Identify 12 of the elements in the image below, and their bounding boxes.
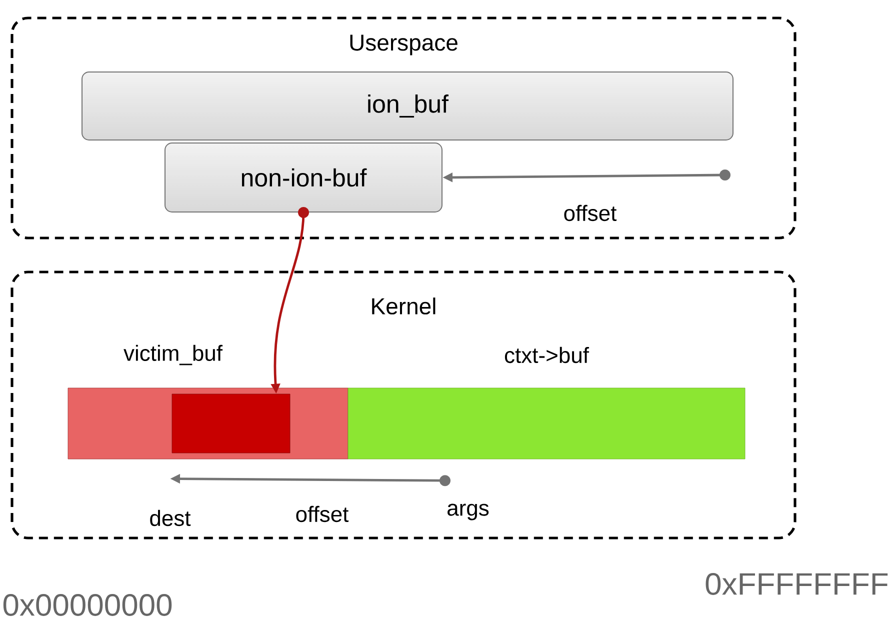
target-box (172, 394, 290, 454)
pointer-label: args (448, 504, 489, 520)
buffer-box: non-ion-buf (164, 142, 442, 212)
pointer-label: dest (150, 510, 191, 526)
address-label: 0x00000000 (3, 594, 172, 616)
node-label: victim_buf (124, 344, 223, 366)
edge-label: offset (294, 504, 350, 524)
memory-bar: ctxt->buf (348, 346, 746, 460)
node-label: ctxt->buf (504, 346, 590, 364)
buffer-box: ion_buf (82, 72, 734, 140)
edge-label: offset (562, 204, 618, 222)
address-label: 0xFFFFFFFF (706, 573, 888, 595)
